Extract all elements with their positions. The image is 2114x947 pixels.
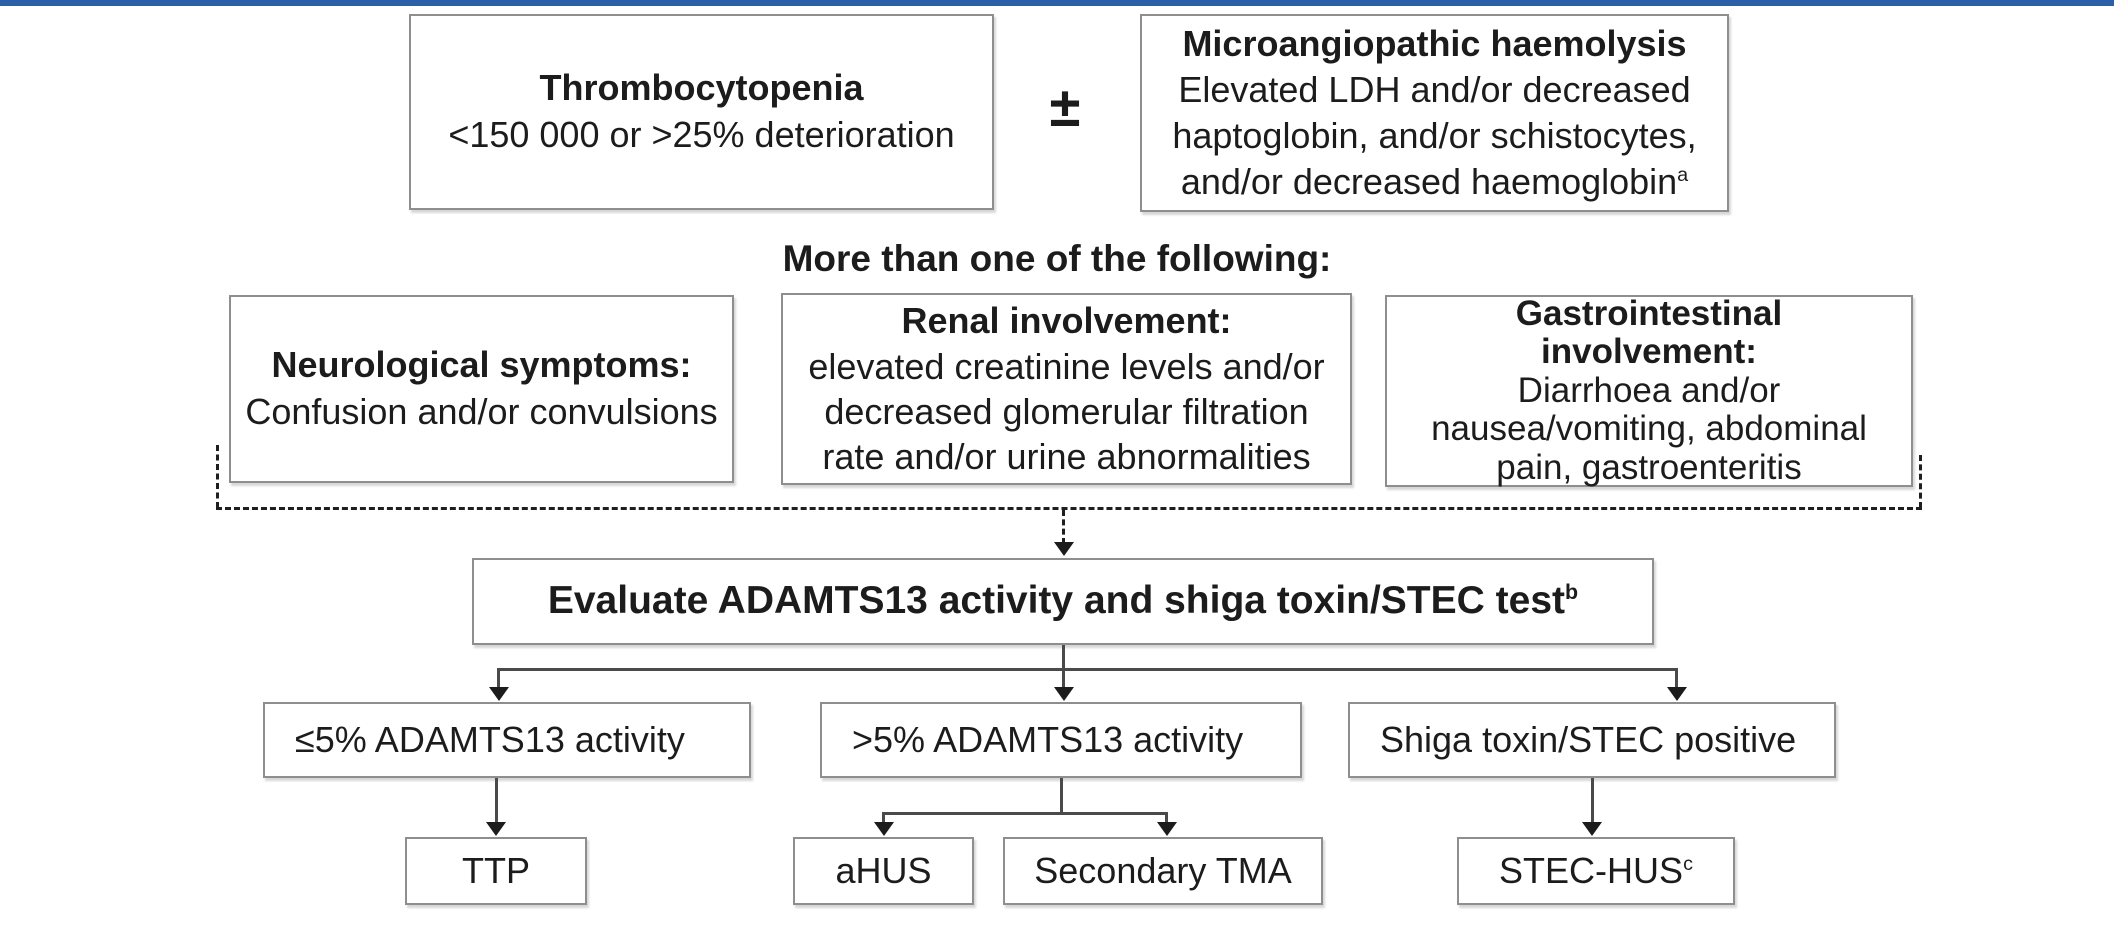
haemolysis-title: Microangiopathic haemolysis <box>1182 22 1687 64</box>
ahus-box: aHUS <box>793 837 974 905</box>
arrowhead-down-icon <box>486 822 506 836</box>
more-than-one-heading: More than one of the following: <box>782 238 1332 279</box>
arrowhead-down-icon <box>1054 687 1074 701</box>
adamts13-high-label: >5% ADAMTS13 activity <box>852 718 1244 760</box>
connector-line <box>1062 645 1065 670</box>
plus-minus-symbol: ± <box>1049 75 1081 138</box>
neurological-title: Neurological symptoms: <box>271 344 692 386</box>
stec-hus-text: STEC-HUS <box>1499 849 1684 891</box>
evaluate-adamts13-box: Evaluate ADAMTS13 activity and shiga tox… <box>472 558 1654 645</box>
shiga-positive-box: Shiga toxin/STEC positive <box>1348 702 1836 778</box>
connector-line <box>497 668 500 688</box>
connector-line <box>1062 668 1065 688</box>
connector-line <box>495 778 498 824</box>
thrombocytopenia-title: Thrombocytopenia <box>539 67 864 109</box>
connector-line <box>1060 778 1063 814</box>
ttp-label: TTP <box>462 849 530 891</box>
microangiopathic-haemolysis-box: Microangiopathic haemolysis Elevated LDH… <box>1140 14 1729 212</box>
thrombocytopenia-box: Thrombocytopenia <150 000 or >25% deteri… <box>409 14 994 210</box>
neurological-body: Confusion and/or convulsions <box>245 391 718 432</box>
arrowhead-down-icon <box>489 687 509 701</box>
arrowhead-down-icon <box>874 822 894 836</box>
arrowhead-down-icon <box>1157 822 1177 836</box>
connector-line <box>1675 668 1678 688</box>
gastrointestinal-title: Gastrointestinal involvement: <box>1515 293 1783 372</box>
connector-line <box>882 812 1168 815</box>
shiga-positive-label: Shiga toxin/STEC positive <box>1380 718 1797 760</box>
stec-hus-box: STEC-HUSc <box>1457 837 1735 905</box>
footnote-b-marker: b <box>1565 580 1579 605</box>
adamts13-low-label: ≤5% ADAMTS13 activity <box>295 718 685 760</box>
haemolysis-body: Elevated LDH and/or decreased haptoglobi… <box>1142 67 1727 205</box>
dashed-connector-left <box>216 445 219 508</box>
dashed-connector-right <box>1919 455 1922 508</box>
gastrointestinal-body: Diarrhoea and/or nausea/vomiting, abdomi… <box>1431 370 1867 487</box>
renal-title: Renal involvement: <box>901 300 1232 342</box>
neurological-symptoms-box: Neurological symptoms: Confusion and/or … <box>229 295 734 483</box>
connector-line <box>882 812 885 824</box>
arrowhead-down-icon <box>1582 822 1602 836</box>
arrowhead-down-icon <box>1054 542 1074 556</box>
ttp-box: TTP <box>405 837 587 905</box>
haemolysis-body-text: Elevated LDH and/or decreased haptoglobi… <box>1172 68 1697 203</box>
thrombocytopenia-body: <150 000 or >25% deterioration <box>448 114 955 155</box>
ahus-label: aHUS <box>835 849 932 891</box>
secondary-tma-box: Secondary TMA <box>1003 837 1323 905</box>
dashed-connector-horizontal <box>216 507 1922 510</box>
renal-body: elevated creatinine levels and/or decrea… <box>808 345 1325 478</box>
stec-hus-label: STEC-HUSc <box>1499 848 1693 895</box>
dashed-connector-center <box>1062 510 1065 544</box>
adamts13-high-box: >5% ADAMTS13 activity <box>820 702 1302 778</box>
gastrointestinal-involvement-box: Gastrointestinal involvement: Diarrhoea … <box>1385 293 1913 487</box>
renal-involvement-box: Renal involvement: elevated creatinine l… <box>781 293 1352 485</box>
footnote-c-marker: c <box>1683 852 1693 875</box>
top-accent-bar <box>0 0 2114 6</box>
connector-line <box>497 668 1678 671</box>
footnote-a-marker: a <box>1677 164 1689 187</box>
evaluate-label: Evaluate ADAMTS13 activity and shiga tox… <box>548 576 1578 627</box>
arrowhead-down-icon <box>1667 687 1687 701</box>
adamts13-low-box: ≤5% ADAMTS13 activity <box>263 702 751 778</box>
connector-line <box>1165 812 1168 824</box>
connector-line <box>1591 778 1594 824</box>
secondary-tma-label: Secondary TMA <box>1034 849 1292 891</box>
evaluate-label-text: Evaluate ADAMTS13 activity and shiga tox… <box>547 579 1566 623</box>
